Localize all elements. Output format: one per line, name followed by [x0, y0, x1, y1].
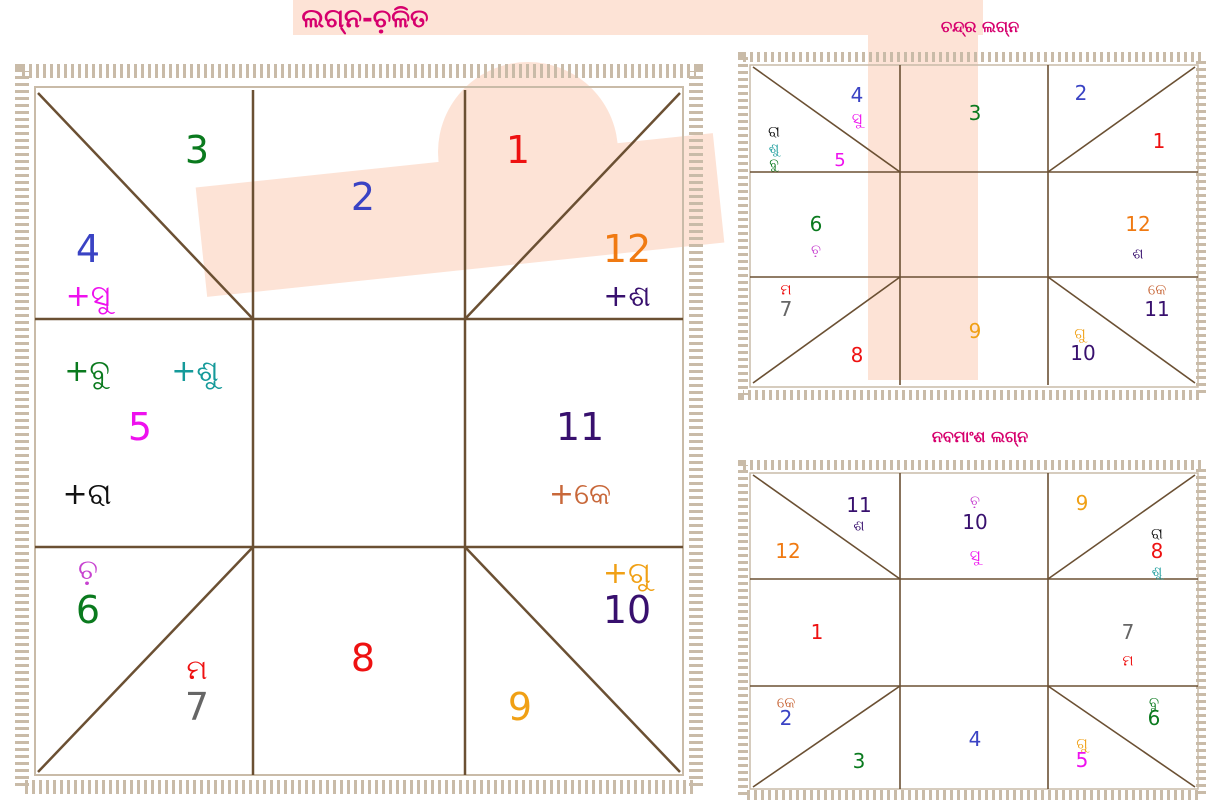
house-number: 3: [969, 103, 982, 123]
planet-label: ସୁ: [852, 111, 862, 127]
planet-label: କେ: [1148, 283, 1167, 298]
house-number: 8: [351, 639, 375, 677]
chart-title-chandra: ଚନ୍ଦ୍ର ଲଗ୍ନ: [880, 17, 1080, 37]
planet-label: ଶୁ: [1152, 565, 1162, 579]
planet-label: +ସୁ: [66, 282, 111, 312]
house-number: 11: [556, 408, 604, 446]
planet-label: ଶ: [853, 519, 864, 534]
planet-label: ମ: [187, 656, 208, 684]
house-number: 5: [1076, 750, 1089, 770]
house-number: 7: [780, 299, 793, 319]
planet-label: ମ: [1122, 654, 1133, 669]
planet-label: +ଶ: [603, 282, 650, 312]
house-number: 1: [811, 622, 824, 642]
house-number: 2: [780, 708, 793, 728]
house-number: 7: [185, 688, 209, 726]
house-number: 4: [851, 85, 864, 105]
house-number: 9: [969, 321, 982, 341]
house-number: 8: [1151, 541, 1164, 561]
planet-label: +ଶୁ: [171, 357, 218, 387]
house-number: 10: [1070, 343, 1095, 363]
house-number: 1: [506, 131, 530, 169]
chart-chandra: 4 ସୁ 3 2 ରା ଶୁ ବୁ 5 1 6 ଚ଼ 12 ଶ ମ 7 9 କେ…: [733, 47, 1213, 407]
planet-label: +ରା: [63, 480, 112, 510]
chart-title-lagna: ଲଗ୍ନ-ଚ଼ଳିତ: [200, 4, 530, 35]
house-number: 3: [185, 131, 209, 169]
planet-label: +ଗୁ: [603, 559, 651, 589]
house-number: 3: [853, 751, 866, 771]
planet-label: ଚ଼: [970, 494, 980, 508]
house-number: 7: [1122, 622, 1135, 642]
planet-label: ସୁ: [970, 548, 980, 564]
house-number: 6: [810, 214, 823, 234]
planet-label: +କେ: [549, 480, 611, 510]
house-number: 5: [128, 408, 152, 446]
planet-label: ମ: [780, 283, 791, 298]
planet-label: ଚ଼: [78, 556, 98, 584]
house-number: 11: [1144, 299, 1169, 319]
house-number: 2: [351, 178, 375, 216]
house-number: 9: [508, 688, 532, 726]
house-number: 4: [969, 729, 982, 749]
planet-label: ଗୁ: [1074, 327, 1086, 342]
house-number: 4: [76, 230, 100, 268]
house-number: 12: [1125, 214, 1150, 234]
house-number: 9: [1076, 493, 1089, 513]
house-number: 1: [1153, 131, 1166, 151]
planet-label: ରା: [768, 125, 780, 140]
planet-label: ଚ଼: [811, 243, 821, 257]
planet-label: ଶୁ: [769, 142, 779, 156]
house-number: 10: [603, 591, 651, 629]
planet-label: ବୁ: [769, 157, 779, 171]
house-number: 5: [834, 152, 845, 170]
chart-title-navamsha: ନବମାଂଶ ଲଗ୍ନ: [880, 427, 1080, 447]
chart-lagna: 3 1 2 4 +ସୁ 12 +ଶ +ବୁ +ଶୁ 5 11 +ରା +କେ ଚ…: [0, 57, 718, 805]
house-number: 10: [962, 512, 987, 532]
chart-lagna-lines: [0, 57, 718, 805]
chart-navamsha: 11 ଶ ଚ଼ 10 9 12 ସୁ ରା 8 ଶୁ 1 7 ମ କେ 2 ବୁ…: [733, 455, 1213, 805]
house-number: 2: [1075, 83, 1088, 103]
planet-label: +ବୁ: [64, 357, 110, 387]
planet-label: ଶ: [1132, 247, 1143, 262]
house-number: 11: [846, 495, 871, 515]
house-number: 6: [76, 591, 100, 629]
house-number: 12: [603, 230, 651, 268]
house-number: 12: [775, 541, 800, 561]
house-number: 6: [1148, 708, 1161, 728]
house-number: 8: [851, 345, 864, 365]
